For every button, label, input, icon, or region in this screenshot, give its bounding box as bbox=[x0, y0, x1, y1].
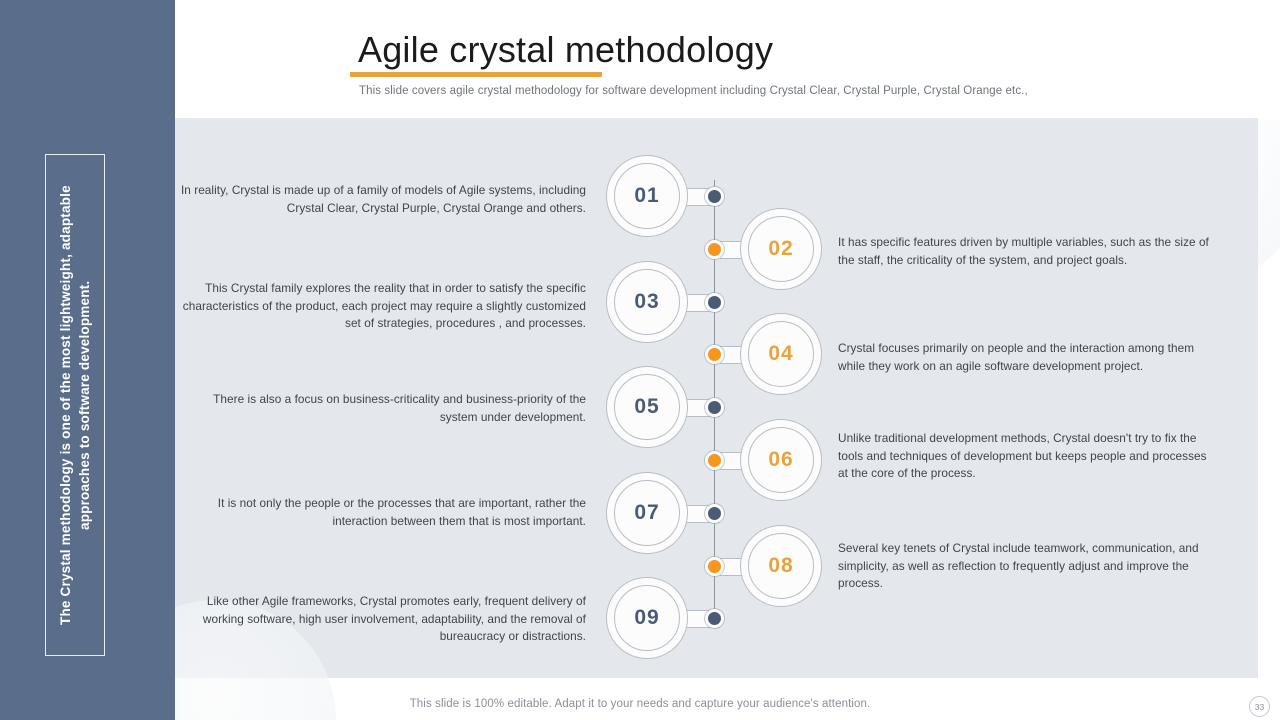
timeline-node-01[interactable]: 01 bbox=[606, 155, 688, 237]
timeline-node-number: 09 bbox=[634, 606, 660, 630]
timeline-text-09: Like other Agile frameworks, Crystal pro… bbox=[202, 594, 586, 643]
timeline-node-02[interactable]: 02 bbox=[740, 207, 822, 290]
timeline: 01 02 03 04 05 06 07 08 09 bbox=[133, 118, 1258, 678]
timeline-connector-stem bbox=[720, 452, 746, 470]
timeline-node-number: 04 bbox=[768, 342, 794, 366]
timeline-text-08: Several key tenets of Crystal include te… bbox=[838, 541, 1199, 590]
timeline-dot-02[interactable] bbox=[705, 239, 724, 259]
rail-outline-box bbox=[45, 154, 105, 656]
timeline-connector-stem bbox=[720, 346, 746, 365]
rail-text-wrapper: The Crystal methodology is one of the mo… bbox=[45, 154, 105, 656]
rail-vertical-text: The Crystal methodology is one of the mo… bbox=[58, 185, 92, 625]
timeline-node-number: 02 bbox=[768, 236, 794, 260]
content-panel bbox=[133, 118, 1258, 678]
left-rail bbox=[0, 0, 175, 720]
timeline-dot-07[interactable] bbox=[705, 503, 724, 523]
timeline-node-number: 01 bbox=[634, 184, 660, 207]
timeline-node-08[interactable]: 08 bbox=[740, 524, 822, 607]
timeline-node-number: 08 bbox=[768, 553, 794, 577]
title-underline-accent bbox=[350, 72, 602, 77]
slide-header: Agile crystal methodology This slide cov… bbox=[175, 0, 1280, 120]
timeline-text-04: Crystal focuses primarily on people and … bbox=[838, 341, 1195, 373]
timeline-text-02: It has specific features driven by multi… bbox=[838, 235, 1209, 267]
timeline-node-04[interactable]: 04 bbox=[740, 313, 822, 396]
page-subtitle: This slide covers agile crystal methodol… bbox=[359, 85, 1028, 97]
timeline-text-06: Unlike traditional development methods, … bbox=[838, 431, 1207, 480]
timeline-connector-stem bbox=[720, 557, 746, 576]
timeline-text-03: This Crystal family explores the reality… bbox=[182, 281, 586, 330]
timeline-text-07: It is not only the people or the process… bbox=[217, 496, 586, 528]
timeline-node-09[interactable]: 09 bbox=[606, 577, 688, 660]
timeline-node-05[interactable]: 05 bbox=[606, 366, 688, 449]
page-title: Agile crystal methodology bbox=[358, 29, 774, 70]
timeline-node-number: 05 bbox=[634, 395, 660, 419]
timeline-node-number: 03 bbox=[634, 289, 660, 313]
timeline-text-01: In reality, Crystal is made up of a fami… bbox=[180, 183, 586, 215]
timeline-dot-04[interactable] bbox=[705, 345, 724, 365]
timeline-node-06[interactable]: 06 bbox=[740, 419, 822, 501]
footer-note: This slide is 100% editable. Adapt it to… bbox=[409, 698, 871, 710]
timeline-node-03[interactable]: 03 bbox=[606, 260, 688, 343]
timeline-node-number: 06 bbox=[768, 448, 794, 471]
timeline-text-05: There is also a focus on business-critic… bbox=[213, 392, 586, 424]
timeline-connector-stem bbox=[720, 240, 746, 259]
timeline-dot-01[interactable] bbox=[705, 187, 724, 206]
timeline-dot-09[interactable] bbox=[705, 609, 724, 629]
page-number-badge: 33 bbox=[1249, 696, 1270, 717]
timeline-dot-06[interactable] bbox=[705, 451, 724, 470]
timeline-node-07[interactable]: 07 bbox=[606, 471, 688, 554]
timeline-dot-08[interactable] bbox=[705, 556, 724, 576]
timeline-dot-05[interactable] bbox=[705, 398, 724, 418]
timeline-node-number: 07 bbox=[634, 500, 660, 524]
timeline-dot-03[interactable] bbox=[705, 292, 724, 312]
